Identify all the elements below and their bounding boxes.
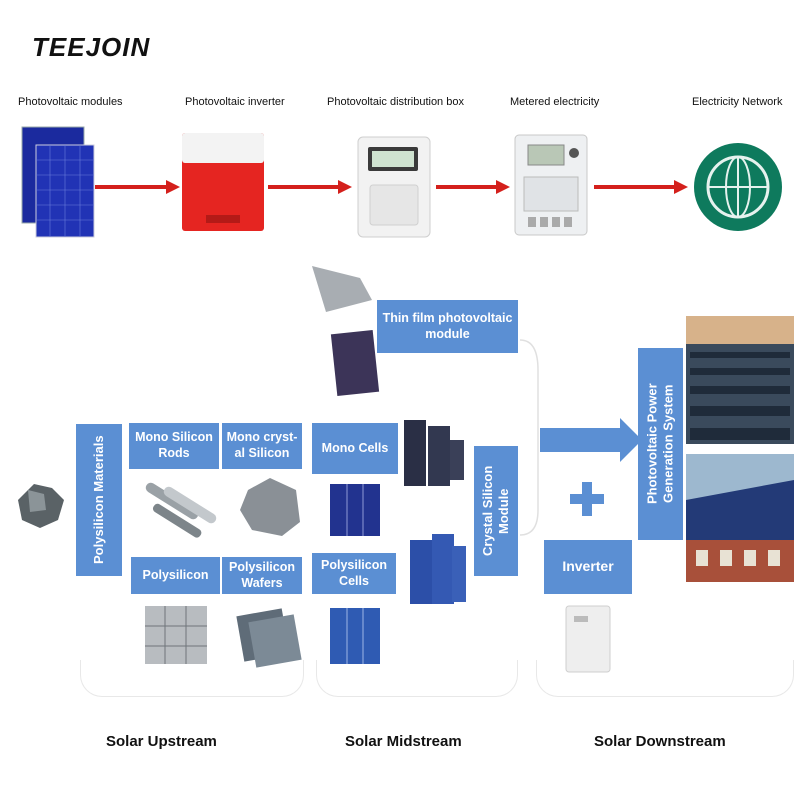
poly-cell-icon [330, 608, 380, 664]
brand-logo: TEEJOIN [32, 32, 151, 62]
downstream-bracket [536, 660, 794, 697]
mono-silicon-rods-box: Mono Silicon Rods [129, 423, 219, 469]
plus-icon [570, 482, 604, 516]
distribution-box-icon [357, 136, 431, 238]
stage-midstream: Solar Midstream [345, 733, 462, 750]
upstream-bracket [80, 660, 304, 697]
big-arrow-icon [540, 418, 642, 462]
flow-arrow-3 [436, 180, 510, 194]
flow-arrow-2 [268, 180, 352, 194]
crystal-silicon-panels-icon [404, 420, 466, 604]
mono-crystal-silicon-box: Mono cryst-al Silicon [222, 423, 302, 469]
mono-crystal-wafer-icon [240, 478, 300, 536]
step-label-electricity-network: Electricity Network [692, 96, 783, 108]
electricity-meter-icon [514, 134, 588, 236]
mono-cells-box: Mono Cells [312, 423, 398, 474]
polysilicon-materials-box: Polysilicon Materials [76, 424, 122, 576]
rooftop-solar-photo [686, 454, 794, 582]
thin-film-module-box: Thin film photovoltaic module [377, 300, 518, 353]
stage-downstream: Solar Downstream [594, 733, 726, 750]
step-label-pv-modules: Photovoltaic modules [18, 96, 123, 108]
thin-film-module-icon [312, 266, 380, 397]
silicon-material-icon [18, 484, 64, 528]
pv-generation-system-box: Photovoltaic Power Generation System [638, 348, 683, 540]
pv-inverter-icon [182, 133, 264, 231]
step-label-pv-inverter: Photovoltaic inverter [185, 96, 285, 108]
polysilicon-wafers-icon [236, 608, 302, 668]
polysilicon-cells-box: Polysilicon Cells [312, 553, 396, 594]
mono-silicon-rods-icon [145, 482, 217, 538]
inverter-device-icon [565, 605, 611, 673]
power-flow-graphic [21, 126, 782, 238]
step-label-metered-electricity: Metered electricity [510, 96, 600, 108]
crystal-silicon-module-box: Crystal Silicon Module [474, 446, 518, 576]
pv-modules-icon [21, 126, 95, 238]
polysilicon-wafers-box: Polysilicon Wafers [222, 557, 302, 594]
module-bracket [519, 339, 539, 536]
mono-cell-icon [330, 484, 380, 536]
polysilicon-box: Polysilicon [131, 557, 220, 594]
step-label-distribution-box: Photovoltaic distribution box [327, 96, 464, 108]
inverter-box: Inverter [544, 540, 632, 594]
midstream-bracket [316, 660, 518, 697]
solar-farm-photo [686, 316, 794, 444]
flow-arrow-1 [95, 180, 180, 194]
stage-upstream: Solar Upstream [106, 733, 217, 750]
electricity-network-icon [694, 143, 782, 231]
flow-arrow-4 [594, 180, 688, 194]
polysilicon-icon [145, 606, 207, 664]
